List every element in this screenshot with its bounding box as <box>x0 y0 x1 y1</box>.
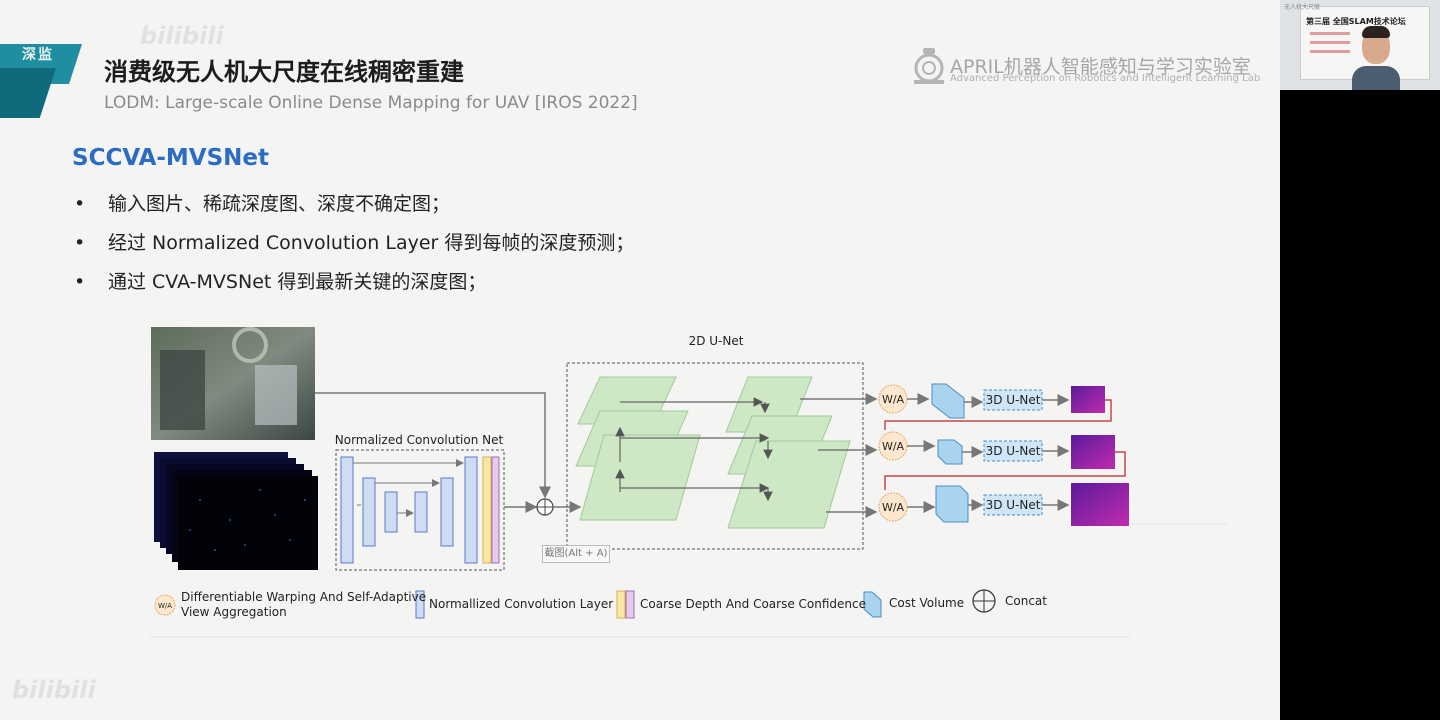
lab-name-en: Advanced Perception on Robotics and Inte… <box>950 73 1261 84</box>
bilibili-watermark-bottom: bilibili <box>12 676 96 704</box>
coarse-depth <box>482 456 492 564</box>
unet-3d-label: 3D U-Net <box>986 393 1041 407</box>
bullet-text: 输入图片、稀疏深度图、深度不确定图； <box>108 193 451 215</box>
bullet-item: •经过 Normalized Convolution Layer 得到每帧的深度… <box>74 232 635 254</box>
snip-tooltip: 截图(Alt + A) <box>542 545 610 563</box>
lab-name: APRIL机器人智能感知与学习实验室 <box>950 56 1251 78</box>
april-lab-logo <box>914 48 944 84</box>
legend-nconv-text: Normallized Convolution Layer <box>429 597 614 611</box>
webcam-small-text: 无人机大尺度 <box>1284 4 1321 11</box>
slide-title: 消费级无人机大尺度在线稠密重建 <box>104 58 464 86</box>
legend-nconv-icon <box>415 590 425 619</box>
legend-wa-icon <box>154 594 176 616</box>
bullet-text: 通过 CVA-MVSNet 得到最新关键的深度图； <box>108 271 487 293</box>
webcam-forum-title: 第三届 全国SLAM技术论坛 <box>1306 17 1406 26</box>
legend-cost-volume-icon <box>863 591 882 618</box>
unet-2d-box <box>566 362 864 550</box>
nconv-net-label: Normalized Convolution Net <box>335 433 504 447</box>
unet-2d-planes <box>575 376 851 529</box>
nconv-net-box <box>335 449 505 571</box>
legend-cost-volume-text: Cost Volume <box>889 596 965 610</box>
slide-subtitle: LODM: Large-scale Online Dense Mapping f… <box>104 93 638 113</box>
depth-outputs <box>1071 386 1129 526</box>
architecture-diagram: W/A W/A W/A 3D U-Net 3D U-Net 3D U-Net <box>150 327 1228 638</box>
input-image-stack <box>151 327 315 440</box>
wa-label: W/A <box>882 501 905 514</box>
webcam-backdrop-lines <box>1310 32 1350 59</box>
coarse-confidence <box>491 456 500 564</box>
wa-label: W/A <box>882 393 905 406</box>
sparse-depth-stack <box>154 452 318 570</box>
side-black-panel <box>1280 90 1440 720</box>
wa-label: W/A <box>882 440 905 453</box>
legend-warping-text: Differentiable Warping And Self-Adaptive <box>181 590 427 604</box>
legend-coarse-depth-icon <box>616 590 626 619</box>
refinement-links <box>884 399 1126 490</box>
cost-volumes <box>931 383 969 523</box>
header-tag: 深监 <box>22 47 54 63</box>
presenter-webcam: 无人机大尺度 第三届 全国SLAM技术论坛 <box>1280 0 1440 90</box>
unet-2d-label: 2D U-Net <box>689 334 744 348</box>
legend-concat-text: Concat <box>1005 594 1047 608</box>
legend-coarse-confidence-icon <box>625 590 635 619</box>
bullet-item: •通过 CVA-MVSNet 得到最新关键的深度图； <box>74 271 487 293</box>
legend-wa-label: W/A <box>158 602 172 610</box>
legend-warping-text-2: View Aggregation <box>181 605 287 619</box>
bullet-item: •输入图片、稀疏深度图、深度不确定图； <box>74 193 451 215</box>
unet-3d-blocks <box>983 389 1043 516</box>
bilibili-watermark-top: bilibili <box>140 22 224 50</box>
unet-3d-label: 3D U-Net <box>986 444 1041 458</box>
bullet-text: 经过 Normalized Convolution Layer 得到每帧的深度预… <box>108 232 635 254</box>
nconv-layers <box>340 456 478 564</box>
legend-coarse-text: Coarse Depth And Coarse Confidence <box>640 597 866 611</box>
unet-3d-label: 3D U-Net <box>986 498 1041 512</box>
presenter-avatar <box>1352 22 1400 90</box>
section-title: SCCVA-MVSNet <box>72 145 270 171</box>
slide: 深监 bilibili 消费级无人机大尺度在线稠密重建 LODM: Large-… <box>0 0 1280 720</box>
